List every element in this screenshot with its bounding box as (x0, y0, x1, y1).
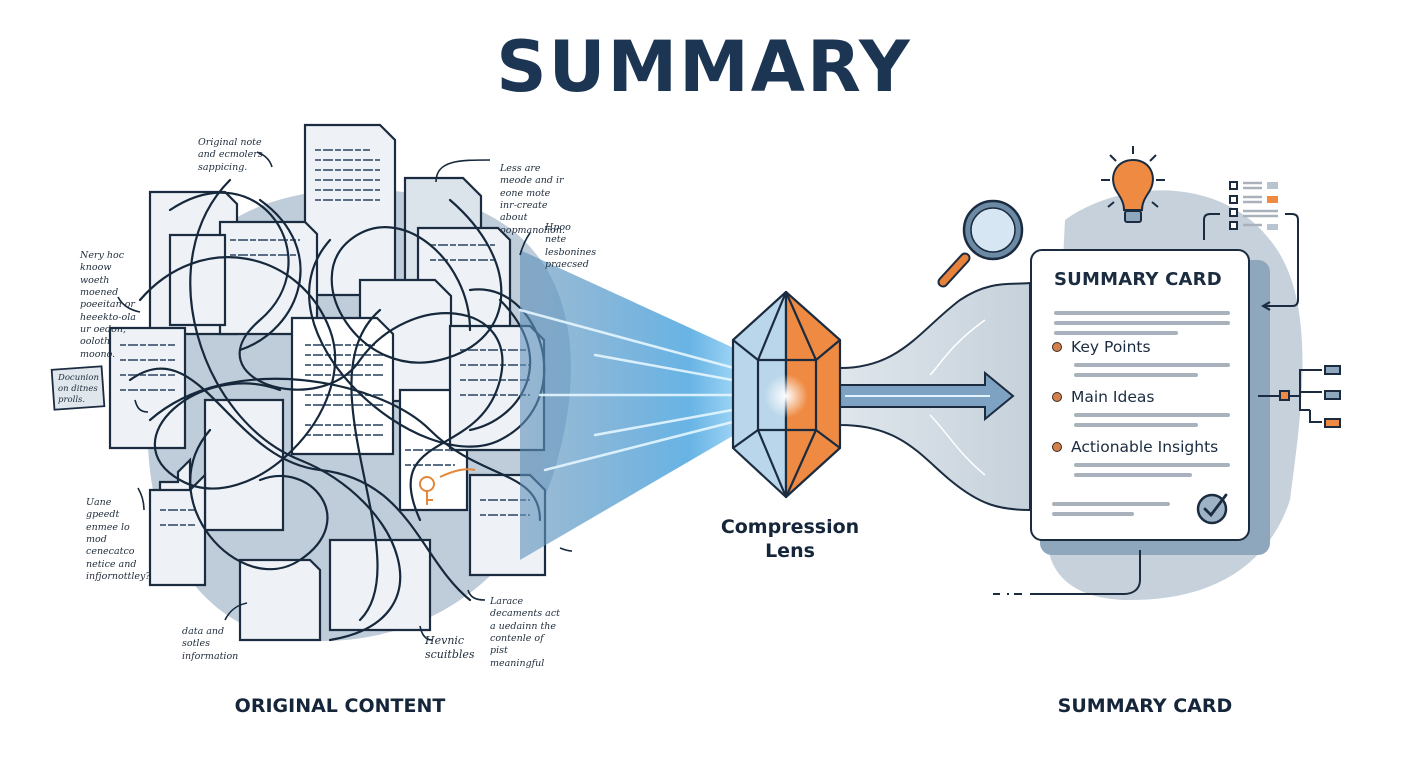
card-title: SUMMARY CARD (1054, 269, 1222, 290)
document-icon (238, 558, 322, 642)
card-item-key-points: Key Points (1052, 338, 1151, 356)
flowchart-icon (1258, 365, 1341, 428)
text-line (1054, 311, 1230, 315)
bullet-icon (1052, 392, 1062, 402)
checkmark-icon (1196, 493, 1228, 525)
text-line (1074, 473, 1192, 477)
annotation-note: Larace decaments act a uedainn the conte… (490, 596, 560, 669)
section-label-summary: SUMMARY CARD (1057, 695, 1233, 717)
card-item-main-ideas: Main Ideas (1052, 388, 1154, 406)
summary-card: SUMMARY CARD Key Points Main Ideas Actio… (1030, 249, 1250, 541)
annotation-arrows (117, 151, 573, 641)
magnifier-icon (937, 199, 1024, 288)
annotation-note: Hevnic scuitbles (425, 634, 475, 662)
page-title: SUMMARY (496, 26, 912, 108)
annotation-note: Hpoo nete lesbonines praecsed (545, 222, 597, 271)
lens-label-line2: Lens (765, 539, 815, 562)
text-line (1074, 413, 1230, 417)
note-box (50, 365, 106, 411)
section-label-original: ORIGINAL CONTENT (234, 695, 446, 717)
annotation-note: Less are meode and ir eone mote inr-crea… (500, 163, 565, 236)
text-line (1074, 423, 1198, 427)
text-line (1074, 363, 1230, 367)
card-item-label: Main Ideas (1071, 388, 1155, 406)
text-line (1074, 373, 1198, 377)
text-line (1052, 502, 1170, 506)
text-line (1054, 331, 1178, 335)
document-icon (168, 233, 227, 327)
lens-label-line1: Compression (720, 516, 860, 538)
card-item-label: Key Points (1071, 338, 1151, 356)
text-line (1052, 512, 1134, 516)
card-item-actionable-insights: Actionable Insights (1052, 438, 1218, 456)
annotation-note: Docunion on ditnes prolls. (58, 373, 99, 406)
original-content-cluster (108, 123, 571, 642)
checklist-icon (1203, 181, 1299, 311)
lightbulb-icon (1101, 146, 1165, 223)
annotation-note: Nery hoc knoow woeth moened poeeitan or … (80, 250, 136, 360)
text-line (1054, 321, 1230, 325)
connector-line (1030, 550, 1141, 595)
text-line (1074, 463, 1230, 467)
output-funnel (839, 281, 1031, 512)
crystal-lens-icon (731, 290, 842, 499)
document-icon (148, 472, 207, 587)
annotation-note: data and sotles information (182, 626, 239, 662)
annotation-note: Uane gpeedt enmee lo mod cenecatco netic… (86, 497, 151, 583)
annotation-note: Original note and ecmolers sappicing. (198, 137, 263, 173)
card-item-label: Actionable Insights (1071, 438, 1219, 456)
bullet-icon (1052, 442, 1062, 452)
lens-label: Compression Lens (700, 516, 880, 564)
bullet-icon (1052, 342, 1062, 352)
document-icon (328, 538, 432, 632)
